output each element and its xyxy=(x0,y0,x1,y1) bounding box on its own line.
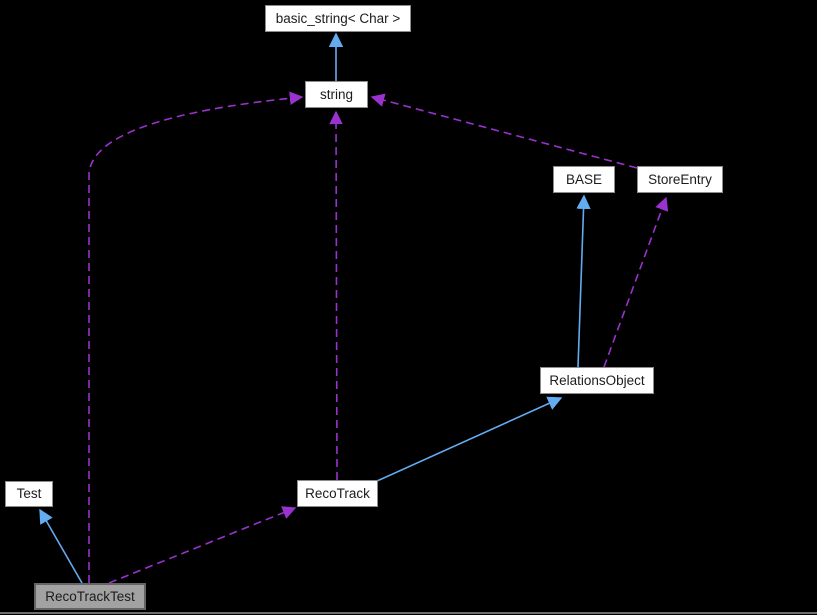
node-test[interactable]: Test xyxy=(5,481,53,507)
edge-recotracktest-to-test xyxy=(39,508,83,584)
node-base[interactable]: BASE xyxy=(553,166,615,193)
bottom-divider xyxy=(0,612,817,614)
node-basic-string[interactable]: basic_string< Char > xyxy=(265,5,411,32)
node-recotracktest-highlighted[interactable]: RecoTrackTest xyxy=(34,583,146,610)
node-string[interactable]: string xyxy=(305,81,368,108)
edge-recotrack-to-string xyxy=(329,110,343,481)
edge-storeentry-to-string xyxy=(370,93,638,169)
edge-recotracktest-to-recotrack xyxy=(108,506,297,584)
edge-relationsobject-to-base xyxy=(576,194,591,368)
node-recotrack[interactable]: RecoTrack xyxy=(297,480,378,507)
edge-relationsobject-to-storeentry xyxy=(603,196,669,368)
node-relationsobject[interactable]: RelationsObject xyxy=(540,367,654,394)
node-storeentry[interactable]: StoreEntry xyxy=(637,166,723,193)
edge-recotrack-to-relationsobject xyxy=(376,396,563,482)
edge-recotracktest-to-string xyxy=(88,91,304,583)
